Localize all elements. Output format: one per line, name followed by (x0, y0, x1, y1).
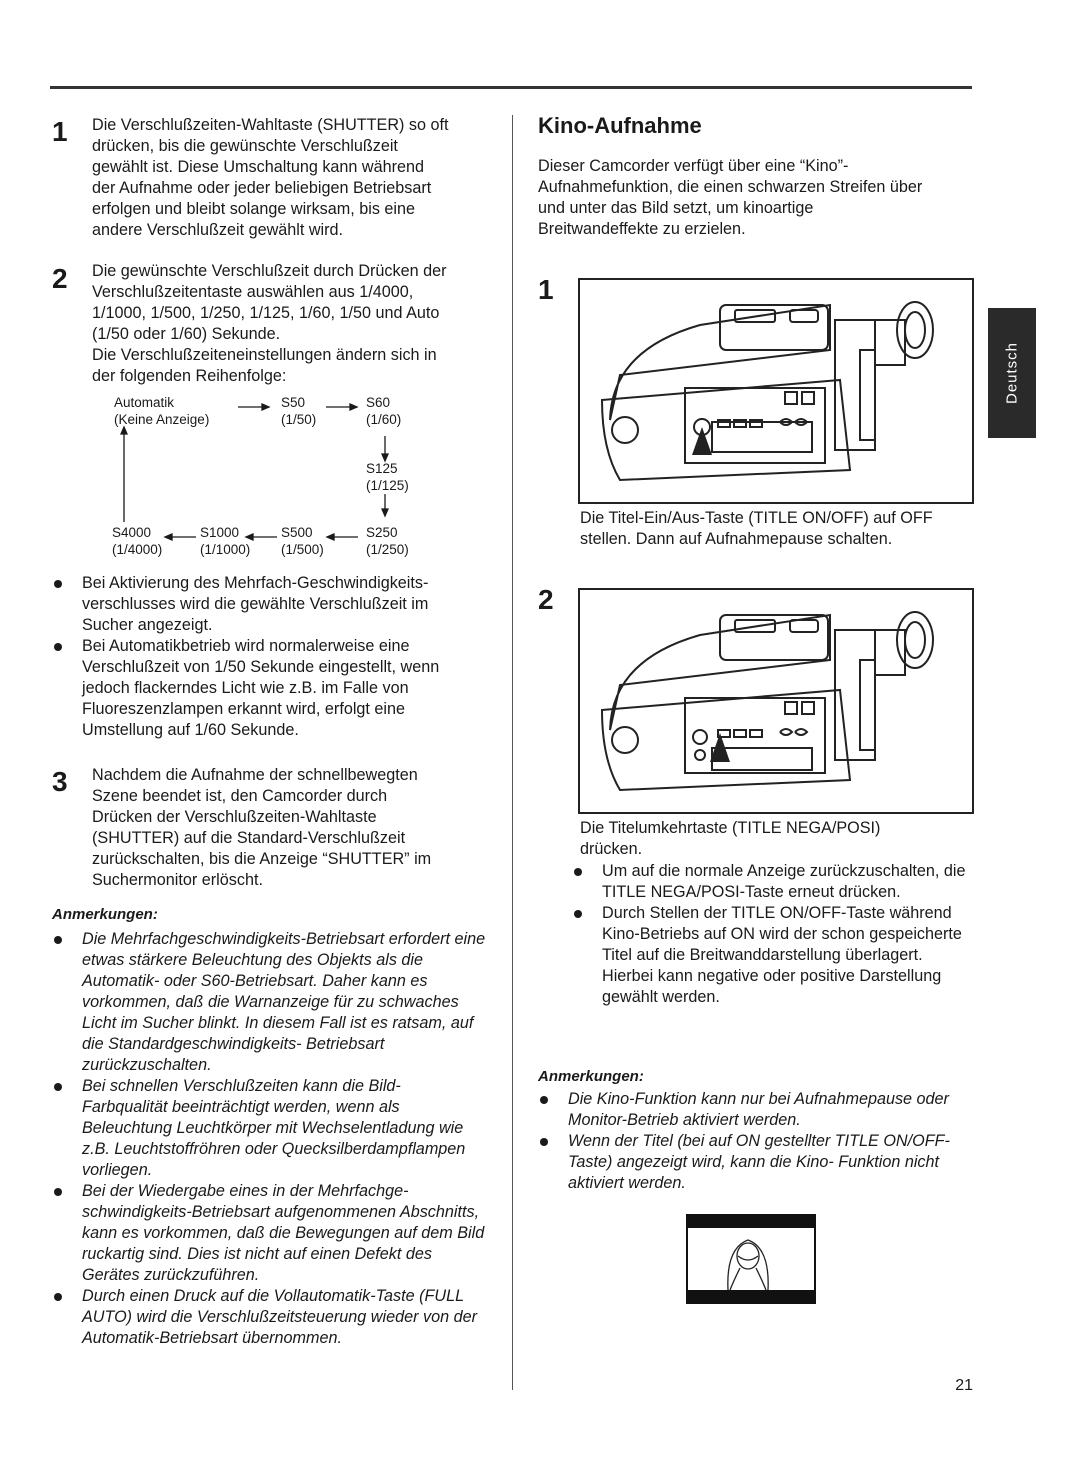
notes-heading-left: Anmerkungen: (52, 906, 158, 923)
text-line: 1/1000, 1/500, 1/250, 1/125, 1/60, 1/50 … (92, 304, 440, 322)
text-line: der folgenden Reihenfolge: (92, 367, 287, 385)
seq-s4000: S4000 (112, 525, 152, 540)
woman-portrait-icon (727, 1239, 769, 1291)
seq-auto-sub: (Keine Anzeige) (114, 412, 210, 427)
seq-s500-sub: (1/500) (281, 542, 324, 557)
camcorder-figure-1 (578, 278, 974, 504)
section-title: Kino-Aufnahme (538, 113, 702, 138)
text-line: (SHUTTER) auf die Standard-Verschlußzeit (92, 829, 406, 847)
list-item: Die Kino-Funktion kann nur bei Aufnahmep… (536, 1089, 956, 1131)
text-line: andere Verschlußzeit gewählt wird. (92, 221, 344, 239)
widescreen-picture (686, 1228, 816, 1291)
text-line: Verschlußzeitentaste auswählen aus 1/400… (92, 283, 414, 301)
text-line: stellen. Dann auf Aufnahmepause schalten… (580, 530, 893, 548)
page-number: 21 (955, 1377, 973, 1394)
list-item: Wenn der Titel (bei auf ON gestellter TI… (536, 1131, 956, 1194)
shutter-sequence-diagram: Automatik (Keine Anzeige) S50 (1/50) S60… (112, 394, 432, 559)
figure-2-number: 2 (538, 584, 554, 615)
figure-2-bullets: Um auf die normale Anzeige zurückzuschal… (570, 861, 975, 1008)
intro-text: Dieser Camcorder verfügt über eine “Kino… (538, 156, 978, 240)
press-arrow (710, 733, 730, 762)
text-line: Die Titel-Ein/Aus-Taste (TITLE ON/OFF) a… (580, 509, 933, 527)
step-2-text: Die gewünschte Verschlußzeit durch Drück… (92, 261, 492, 387)
list-item: Um auf die normale Anzeige zurückzuschal… (570, 861, 975, 903)
sequence-arrows (120, 403, 389, 541)
figure-2-caption: Die Titelumkehrtaste (TITLE NEGA/POSI) d… (580, 818, 980, 860)
seq-s125: S125 (366, 461, 398, 476)
seq-s60-sub: (1/60) (366, 412, 402, 427)
top-rule (50, 86, 972, 89)
text-line: und unter das Bild setzt, um kinoartige (538, 199, 814, 217)
text-line: Nachdem die Aufnahme der schnellbewegten (92, 766, 418, 784)
seq-s1000-sub: (1/1000) (200, 542, 251, 557)
seq-s250-sub: (1/250) (366, 542, 409, 557)
camcorder-illustration (600, 611, 934, 792)
list-item: Die Mehrfachgeschwindigkeits-Betriebsart… (50, 929, 490, 1076)
camcorder-illustration (600, 301, 934, 482)
list-item: Bei schnellen Verschlußzeiten kann die B… (50, 1076, 490, 1181)
seq-s50: S50 (281, 395, 306, 410)
list-item: Durch einen Druck auf die Vollautomatik-… (50, 1286, 490, 1349)
text-line: Breitwandeffekte zu erzielen. (538, 220, 746, 238)
seq-s50-sub: (1/50) (281, 412, 317, 427)
text-line: Szene beendet ist, den Camcorder durch (92, 787, 388, 805)
press-arrow (692, 427, 712, 455)
seq-s4000-sub: (1/4000) (112, 542, 163, 557)
left-notes: Die Mehrfachgeschwindigkeits-Betriebsart… (50, 929, 490, 1349)
list-item: Bei der Wiedergabe eines in der Mehrfach… (50, 1181, 490, 1286)
right-notes: Die Kino-Funktion kann nur bei Aufnahmep… (536, 1089, 956, 1194)
language-tab-label: Deutsch (1003, 341, 1021, 405)
figure-1-caption: Die Titel-Ein/Aus-Taste (TITLE ON/OFF) a… (580, 508, 980, 550)
language-tab: Deutsch (988, 308, 1036, 438)
step-3-text: Nachdem die Aufnahme der schnellbewegten… (92, 765, 492, 891)
text-line: drücken. (580, 840, 643, 858)
text-line: Die Verschlußzeiten-Wahltaste (SHUTTER) … (92, 116, 449, 134)
seq-auto: Automatik (114, 395, 175, 410)
text-line: gewählt ist. Diese Umschaltung kann währ… (92, 158, 425, 176)
text-line: (1/50 oder 1/60) Sekunde. (92, 325, 281, 343)
camcorder-figure-2 (578, 588, 974, 814)
step-1-number: 1 (52, 116, 68, 147)
widescreen-thumbnail (686, 1214, 816, 1304)
list-item: Durch Stellen der TITLE ON/OFF-Taste wäh… (570, 903, 975, 1008)
seq-s60: S60 (366, 395, 391, 410)
list-item: Bei Aktivierung des Mehrfach-Geschwindig… (50, 573, 482, 636)
seq-s125-sub: (1/125) (366, 478, 409, 493)
step-1-text: Die Verschlußzeiten-Wahltaste (SHUTTER) … (92, 115, 492, 241)
text-line: Die Titelumkehrtaste (TITLE NEGA/POSI) (580, 819, 881, 837)
left-bullets: Bei Aktivierung des Mehrfach-Geschwindig… (50, 573, 482, 741)
text-line: Suchermonitor erlöscht. (92, 871, 263, 889)
step-2-number: 2 (52, 263, 68, 294)
notes-heading-right: Anmerkungen: (538, 1068, 644, 1085)
seq-s250: S250 (366, 525, 398, 540)
text-line: der Aufnahme oder jeder beliebigen Betri… (92, 179, 432, 197)
column-divider (512, 115, 513, 1390)
figure-1-number: 1 (538, 274, 554, 305)
seq-s1000: S1000 (200, 525, 240, 540)
text-line: erfolgen und bleibt solange wirksam, bis… (92, 200, 416, 218)
text-line: Drücken der Verschlußzeiten-Wahltaste (92, 808, 377, 826)
list-item: Bei Automatikbetrieb wird normalerweise … (50, 636, 482, 741)
step-3-number: 3 (52, 766, 68, 797)
text-line: Dieser Camcorder verfügt über eine “Kino… (538, 157, 849, 175)
text-line: Die gewünschte Verschlußzeit durch Drück… (92, 262, 447, 280)
text-line: zurückschalten, bis die Anzeige “SHUTTER… (92, 850, 432, 868)
text-line: drücken, bis die gewünschte Verschlußzei… (92, 137, 398, 155)
text-line: Die Verschlußzeiteneinstellungen ändern … (92, 346, 437, 364)
text-line: Aufnahmefunktion, die einen schwarzen St… (538, 178, 923, 196)
seq-s500: S500 (281, 525, 313, 540)
